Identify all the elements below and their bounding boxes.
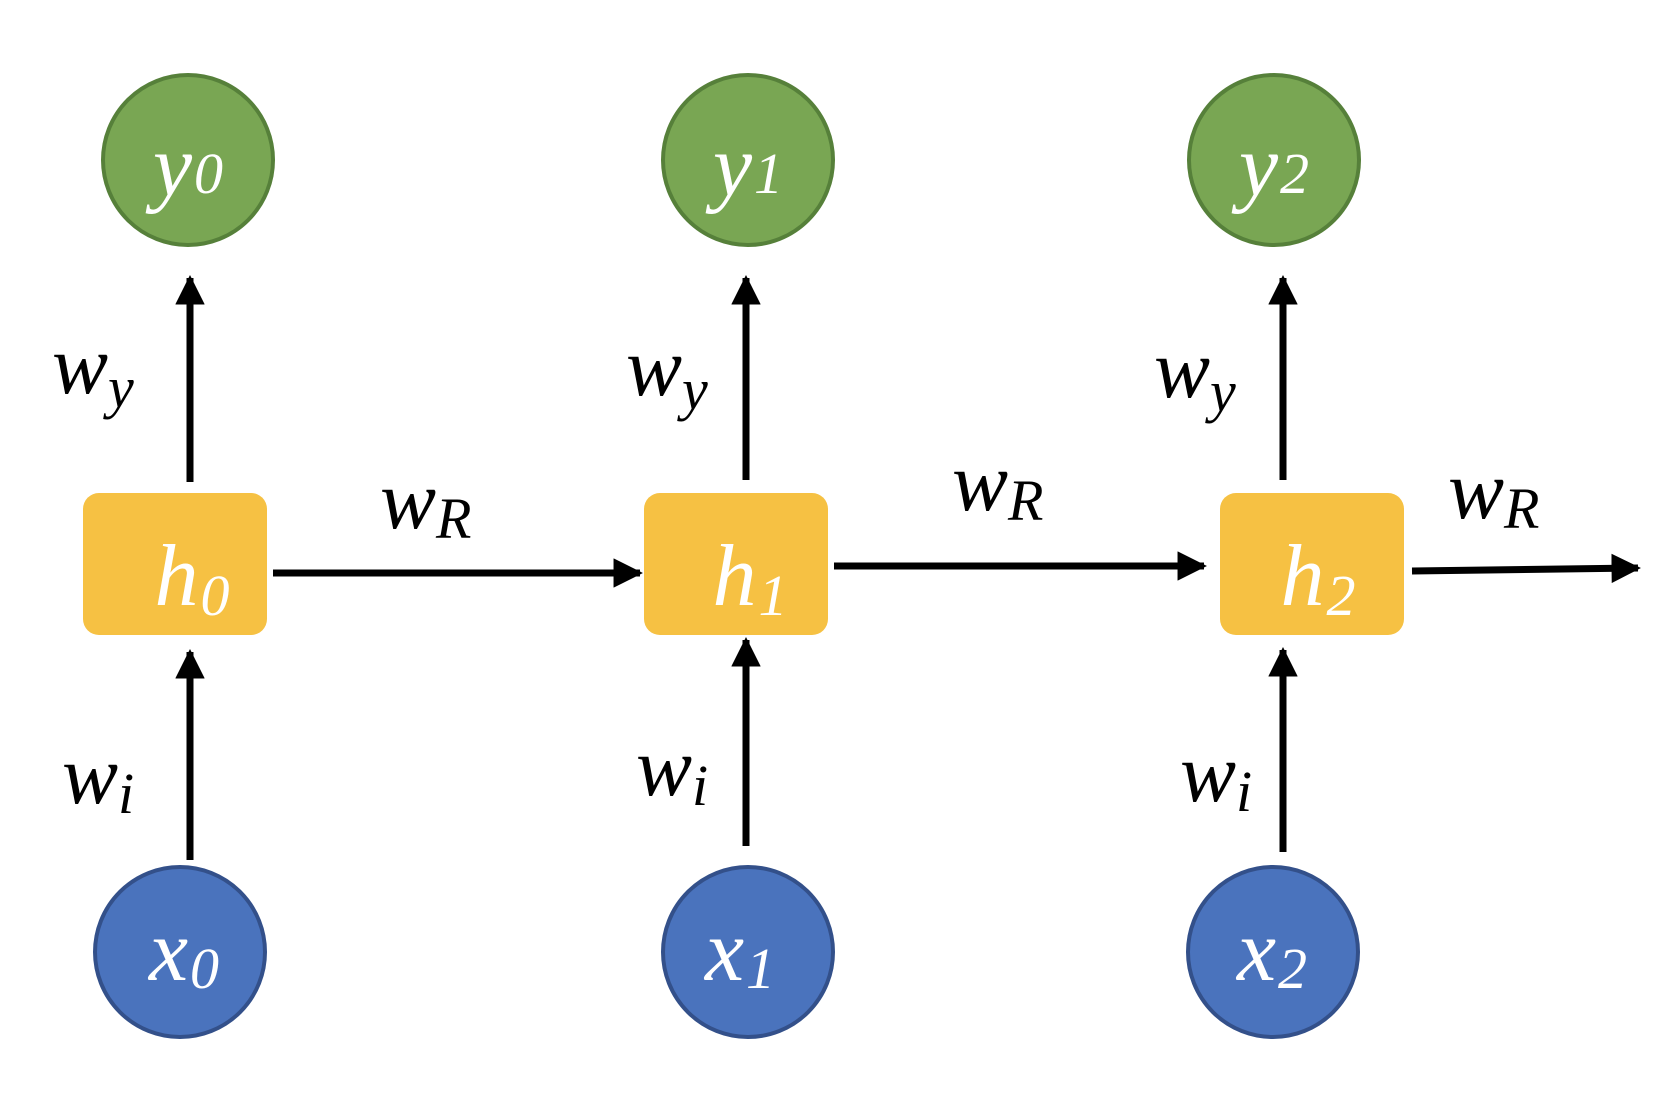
output-node-y0: y0 [101, 73, 275, 247]
svg-text:y0: y0 [145, 118, 223, 215]
output-node-y2: y2 [1187, 73, 1361, 247]
svg-text:h1: h1 [713, 528, 788, 628]
weight-label-wr-1: wR [952, 436, 1043, 533]
input-node-x0: x0 [93, 865, 267, 1039]
input-node-x1: x1 [661, 865, 835, 1039]
weight-label-wi-2: wi [1180, 727, 1252, 824]
svg-text:x0: x0 [147, 903, 219, 1001]
hidden-node-h0: h0 [83, 493, 267, 635]
hidden-node-h1: h1 [644, 493, 828, 635]
output-node-y1: y1 [661, 73, 835, 247]
weight-label-wr-2: wR [1448, 444, 1539, 541]
svg-text:x1: x1 [703, 903, 775, 1001]
svg-text:h0: h0 [155, 528, 230, 628]
hidden-node-h2: h2 [1220, 493, 1404, 635]
weight-label-wy-2: wy [1154, 323, 1236, 424]
weight-label-wy-0: wy [52, 319, 134, 420]
svg-text:x2: x2 [1235, 903, 1307, 1001]
weight-label-wi-1: wi [636, 721, 708, 818]
input-node-x2: x2 [1186, 865, 1360, 1039]
svg-text:y1: y1 [705, 118, 783, 215]
weight-label-wi-0: wi [62, 729, 134, 826]
arrow-h2-to-next [1411, 553, 1641, 584]
weight-label-wy-1: wy [626, 321, 708, 422]
svg-text:h2: h2 [1281, 528, 1356, 628]
weight-label-wr-0: wR [380, 454, 471, 551]
svg-text:y2: y2 [1231, 118, 1309, 215]
